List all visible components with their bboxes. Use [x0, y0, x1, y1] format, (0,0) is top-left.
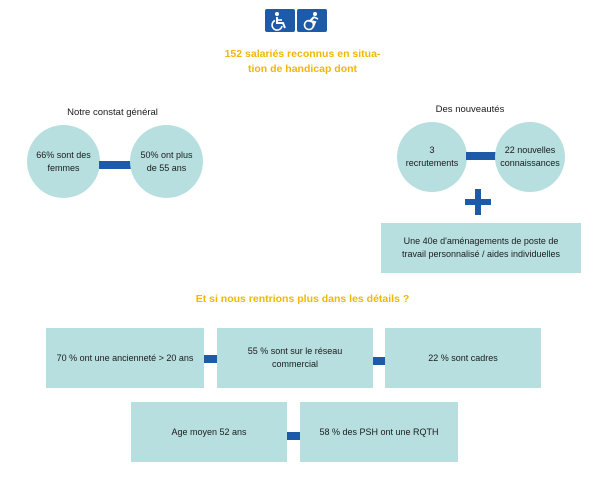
plus-icon-vertical [475, 189, 481, 215]
details-box-rqth: 58 % des PSH ont une RQTH [300, 402, 458, 462]
constat-title: Notre constat général [67, 107, 158, 118]
details-box-average-age: Age moyen 52 ans [131, 402, 287, 462]
nouveautes-box-workstation: Une 40e d'aménagements de poste de trava… [381, 223, 581, 273]
wheelchair-icon [265, 9, 295, 32]
details-title: Et si nous rentrions plus dans les détai… [195, 293, 410, 305]
nouveautes-connector [466, 152, 498, 160]
details-connector-3 [287, 432, 301, 440]
headline-line-1: 152 salariés reconnus en situa- [224, 48, 381, 60]
details-connector-1 [204, 355, 218, 363]
constat-circle-women: 66% sont des femmes [27, 125, 100, 198]
nouveautes-title: Des nouveautés [435, 104, 505, 115]
nouveautes-circle-knowledge: 22 nouvelles connaissances [495, 122, 565, 192]
constat-circle-age: 50% ont plus de 55 ans [130, 125, 203, 198]
nouveautes-circle-recruitments: 3 recrutements [397, 122, 467, 192]
headline-line-2: tion de handicap dont [247, 63, 358, 75]
details-box-seniority: 70 % ont une ancienneté > 20 ans [46, 328, 204, 388]
details-box-executives: 22 % sont cadres [385, 328, 541, 388]
headline: 152 salariés reconnus en situa- tion de … [180, 47, 425, 77]
details-box-commercial: 55 % sont sur le réseau commercial [217, 328, 373, 388]
constat-connector [99, 161, 131, 169]
active-wheelchair-icon [297, 9, 327, 32]
details-connector-2 [373, 357, 386, 365]
